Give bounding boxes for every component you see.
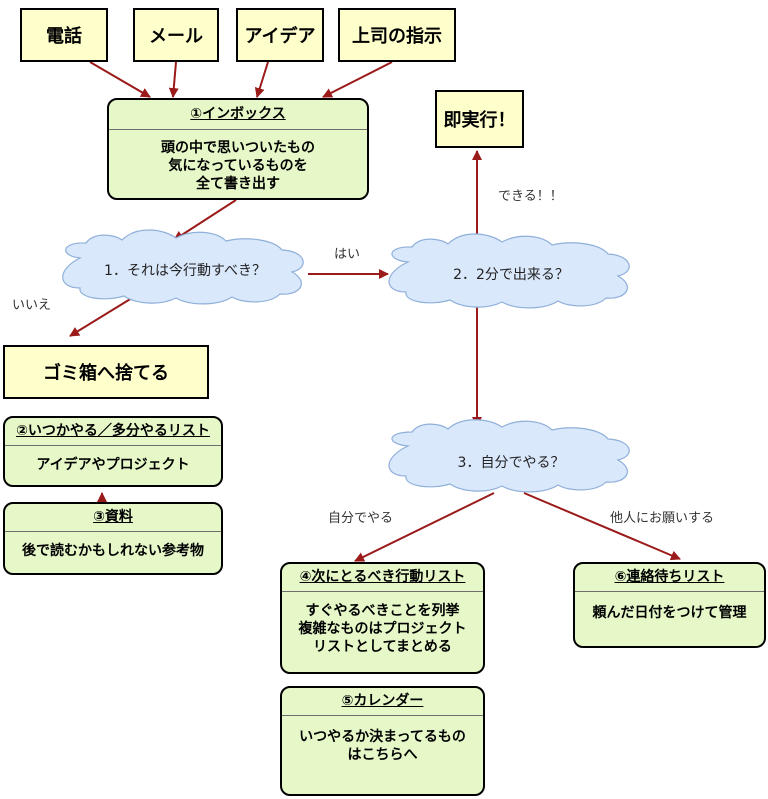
source-boss: 上司の指示 [338, 8, 456, 62]
inbox-body: 頭の中で思いついたもの 気になっているものを 全て書き出す [161, 140, 315, 192]
trash-box: ゴミ箱へ捨てる [3, 345, 209, 399]
calendar-title: ⑤カレンダー [282, 688, 483, 716]
inbox-title: ①インボックス [109, 100, 367, 130]
arrow-q1-to-trash [69, 297, 133, 337]
reference-card: ③資料 後で読むかもしれない参考物 [3, 502, 223, 575]
inbox-card: ①インボックス 頭の中で思いついたもの 気になっているものを 全て書き出す [107, 98, 369, 200]
reference-title: ③資料 [5, 504, 221, 532]
arrow-boss-to-inbox [322, 61, 393, 98]
arrow-inbox-to-q1 [173, 199, 237, 241]
source-phone: 電話 [20, 8, 108, 62]
someday-card: ②いつかやる／多分やるリスト アイデアやプロジェクト [3, 416, 223, 487]
label-yes: はい [334, 247, 361, 262]
calendar-card: ⑤カレンダー いつやるか決まってるもの はこちらへ [280, 686, 485, 796]
label-delegate: 他人にお願いする [610, 511, 715, 526]
label-no: いいえ [12, 298, 52, 313]
cloud-q1 [62, 229, 304, 305]
arrow-q3-to-next [354, 492, 495, 562]
next-action-body: すぐやるべきことを列挙 複雑なものはプロジェクト リストとしてまとめる [298, 603, 467, 655]
arrow-phone-to-inbox [89, 61, 151, 98]
waiting-title: ⑥連絡待ちリスト [575, 564, 764, 592]
someday-title: ②いつかやる／多分やるリスト [5, 418, 221, 446]
next-action-title: ④次にとるべき行動リスト [282, 564, 483, 592]
calendar-body: いつやるか決まってるもの はこちらへ [299, 729, 466, 763]
arrow-mail-to-inbox [168, 61, 179, 98]
waiting-body: 頼んだ日付をつけて管理 [592, 605, 747, 621]
action-now-box: 即実行！ [435, 90, 524, 148]
decision-q1: 1．それは今行動すべき？ [104, 263, 266, 279]
reference-body: 後で読むかもしれない参考物 [22, 543, 204, 559]
decision-q2: 2．2分で出来る？ [453, 267, 569, 283]
someday-body: アイデアやプロジェクト [36, 457, 190, 473]
cloud-q3 [388, 419, 630, 493]
source-mail: メール [133, 8, 219, 62]
arrow-idea-to-inbox [254, 61, 269, 98]
label-self: 自分でやる [328, 511, 394, 526]
source-idea: アイデア [236, 8, 324, 62]
cloud-q2 [388, 233, 630, 309]
label-can-do: できる！！ [498, 189, 563, 204]
decision-q3: 3．自分でやる？ [457, 455, 565, 471]
arrow-q3-to-waiting [523, 492, 681, 561]
waiting-card: ⑥連絡待ちリスト 頼んだ日付をつけて管理 [573, 562, 766, 648]
next-action-card: ④次にとるべき行動リスト すぐやるべきことを列挙 複雑なものはプロジェクト リス… [280, 562, 485, 674]
